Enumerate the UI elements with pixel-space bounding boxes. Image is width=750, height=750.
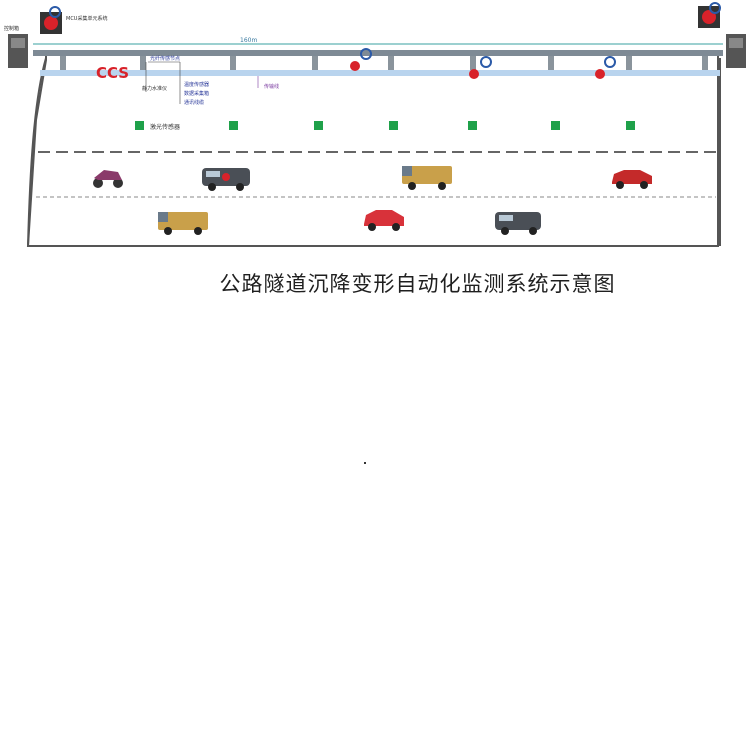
laser-sensor-icon bbox=[626, 121, 635, 130]
anno-5: 通讯线缆 bbox=[184, 99, 204, 106]
van-icon-lower bbox=[495, 212, 541, 235]
control-box-left: 控制箱 bbox=[4, 25, 28, 68]
top-right-device bbox=[698, 2, 721, 28]
span-length-label: 160m bbox=[240, 37, 257, 44]
support-beam bbox=[33, 50, 723, 56]
anno-1: 光纤传感节点 bbox=[150, 55, 180, 62]
scooter-icon bbox=[93, 170, 123, 188]
anno-3: 温度传感器 bbox=[184, 81, 209, 88]
truck-icon-upper bbox=[402, 166, 452, 190]
laser-sensor-icon bbox=[389, 121, 398, 130]
stray-dot bbox=[364, 462, 366, 464]
tunnel-diagram: 160m 控制箱 MCU采集单元系统 CCS 光纤传感节点 静 bbox=[4, 2, 746, 247]
green-sensors bbox=[135, 121, 635, 130]
marker-2 bbox=[469, 56, 492, 79]
anno-6: 传输线 bbox=[264, 83, 279, 90]
hangers bbox=[60, 56, 708, 76]
top-left-unit-label: MCU采集单元系统 bbox=[66, 15, 107, 22]
anno-4: 数据采集箱 bbox=[184, 90, 209, 97]
car-icon-lower-middle bbox=[364, 210, 404, 231]
sensor-label: 激光传感器 bbox=[150, 123, 180, 131]
control-box-left-label: 控制箱 bbox=[4, 25, 19, 32]
van-icon bbox=[202, 168, 250, 191]
laser-sensor-icon bbox=[229, 121, 238, 130]
diagram: 160m 控制箱 MCU采集单元系统 CCS 光纤传感节点 静 bbox=[0, 0, 750, 310]
monitoring-markers bbox=[350, 48, 616, 79]
car-icon-upper-right bbox=[612, 170, 652, 189]
annotations: 光纤传感节点 静力水准仪 温度传感器 数据采集箱 通讯线缆 传输线 bbox=[142, 55, 279, 106]
laser-sensor-icon bbox=[468, 121, 477, 130]
diagram-title: 公路隧道沉降变形自动化监测系统示意图 bbox=[219, 272, 616, 296]
ccs-logo: CCS bbox=[96, 64, 129, 82]
top-left-device: MCU采集单元系统 bbox=[40, 6, 107, 34]
marker-1 bbox=[350, 48, 372, 71]
control-box-right bbox=[726, 34, 746, 68]
laser-sensor-icon bbox=[314, 121, 323, 130]
laser-sensor-icon bbox=[135, 121, 144, 130]
laser-sensor-icon bbox=[551, 121, 560, 130]
monitoring-pipe bbox=[40, 70, 720, 76]
truck-icon-lower bbox=[158, 212, 208, 235]
marker-3 bbox=[595, 56, 616, 79]
anno-2: 静力水准仪 bbox=[142, 85, 167, 92]
